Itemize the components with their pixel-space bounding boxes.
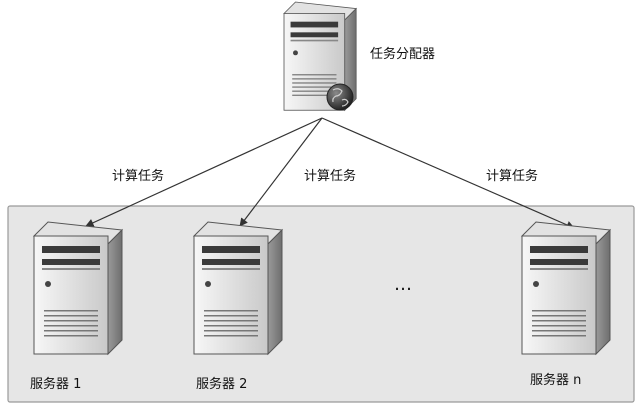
server-2-icon	[193, 221, 283, 355]
server-1-icon	[33, 221, 123, 355]
server-1-node: 服务器 1	[30, 221, 123, 392]
edge-label-n: 计算任务	[486, 168, 538, 184]
server-2-label: 服务器 2	[196, 376, 247, 392]
ellipsis: …	[394, 274, 412, 295]
edge-label-2: 计算任务	[304, 168, 356, 184]
globe-icon	[326, 83, 354, 111]
dispatcher-node: 任务分配器	[283, 1, 435, 111]
server-1-label: 服务器 1	[30, 376, 81, 392]
arrow-to-server-n	[321, 117, 575, 229]
edge-label-1: 计算任务	[112, 168, 164, 184]
server-2-node: 服务器 2	[193, 221, 283, 392]
server-n-label: 服务器 n	[530, 372, 581, 388]
arrow-to-server-2	[239, 117, 323, 227]
server-n-node: 服务器 n	[521, 221, 611, 388]
server-cluster-box	[7, 205, 635, 403]
arrow-to-server-1	[85, 117, 323, 227]
server-n-icon	[521, 221, 611, 355]
dispatcher-label: 任务分配器	[370, 46, 435, 62]
